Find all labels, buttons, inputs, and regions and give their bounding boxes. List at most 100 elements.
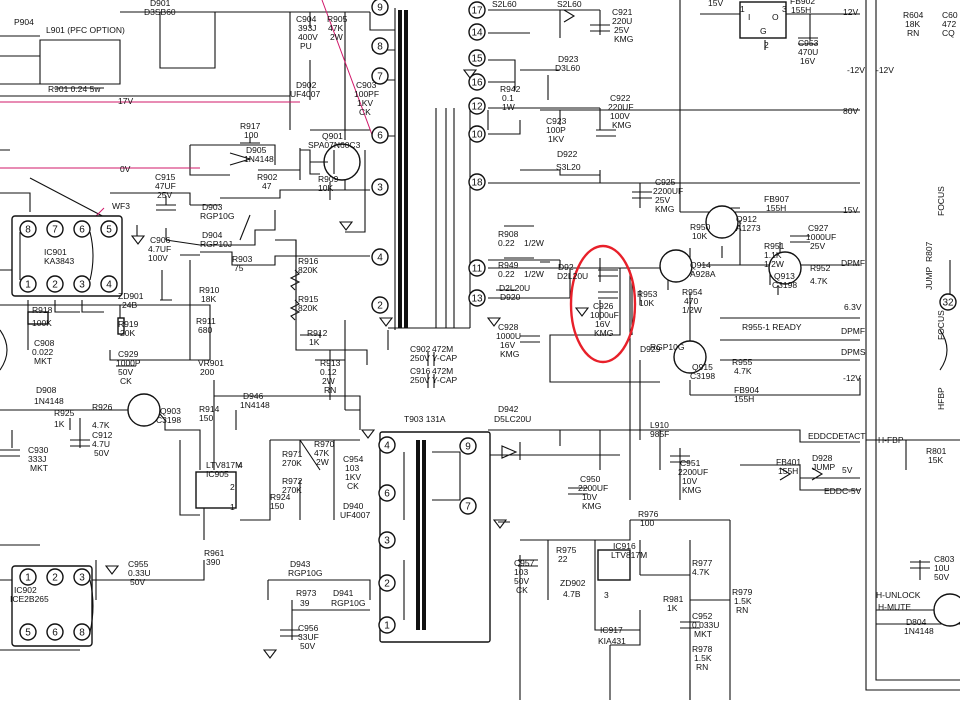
label-d908v: 1N4148: [34, 396, 64, 406]
label-c929c: CK: [120, 376, 132, 386]
pin-circle-t17: [468, 1, 486, 19]
label-c930: C930: [28, 445, 49, 455]
label-r914v: 150: [199, 413, 213, 423]
label-c929b: 50V: [118, 367, 133, 377]
label-hunlock: H-UNLOCK: [876, 590, 921, 600]
c926-highlight-ellipse: [569, 244, 637, 364]
label-r954a: 470: [684, 296, 698, 306]
label-c956: C956: [298, 623, 319, 633]
label-c928c: KMG: [500, 349, 519, 359]
label-eddc5: EDDC-5V: [824, 486, 862, 496]
label-r910v: 18K: [201, 294, 216, 304]
label-r954b: 1/2W: [682, 305, 702, 315]
label-r913: R913: [320, 358, 341, 368]
pin-b4: 4: [378, 436, 396, 454]
label-dpms: DPMS: [841, 347, 866, 357]
label-c803b: 50V: [934, 572, 949, 582]
reg-pin1: 1: [740, 4, 745, 14]
pin-number-c8: 8: [25, 225, 31, 236]
label-c952b: MKT: [694, 629, 712, 639]
label-s2l60a: S2L60: [492, 0, 517, 9]
label-d920v: D2L20U: [499, 283, 530, 293]
pin-circle-t8: [371, 37, 389, 55]
label-r970: R970: [314, 439, 335, 449]
pin-circle-b6: [378, 484, 396, 502]
label-fb902: FB902: [790, 0, 815, 6]
label-r972v: 270K: [282, 485, 302, 495]
pin-number-b3: 3: [384, 536, 390, 547]
label-r908: R908: [498, 229, 519, 239]
pin-number-t3: 3: [377, 183, 383, 194]
label-r975: R975: [556, 545, 577, 555]
transistors: [127, 143, 960, 627]
label-d92xv: D2L20U: [557, 271, 588, 281]
pin-number-t17: 17: [471, 6, 483, 17]
label-r979b: RN: [736, 605, 748, 615]
label-ic917v: KIA431: [598, 636, 626, 646]
label-dpmf2: DPMF: [841, 326, 865, 336]
label-r905: R905: [327, 14, 348, 24]
label-l910: L910: [650, 420, 669, 430]
label-q913: Q913: [774, 271, 795, 281]
pin-number-e3: 3: [79, 573, 85, 584]
label-c923: C923: [546, 116, 567, 126]
label-c926a: 1000uF: [590, 310, 619, 320]
pin-circle-t15: [468, 49, 486, 67]
label-d923: D923: [558, 54, 579, 64]
pin-number-b2: 2: [384, 579, 390, 590]
label-c951: C951: [680, 458, 701, 468]
reg-pin2: 2: [764, 40, 769, 50]
label-r909: R909: [318, 174, 339, 184]
label-r905a: 47K: [328, 23, 343, 33]
label-d929v: RGP10G: [650, 342, 685, 352]
reg-in-label: I: [748, 12, 750, 22]
label-r953v: 10K: [639, 298, 654, 308]
label-c929: C929: [118, 349, 139, 359]
label-r981: R981: [663, 594, 684, 604]
label-c952a: 0.033U: [692, 620, 719, 630]
label-r973v: 39: [300, 598, 310, 608]
label-c928a: 1000U: [496, 331, 521, 341]
pin-circle-c5: [100, 220, 118, 238]
label-c60x: C60: [942, 10, 958, 20]
label-c902b: 472M: [432, 344, 453, 354]
label-c954b: 1KV: [345, 472, 361, 482]
label-r978b: RN: [696, 662, 708, 672]
label-r910: R910: [199, 285, 220, 295]
label-r976: R976: [638, 509, 659, 519]
label-d905v: 1N4148: [244, 154, 274, 164]
label-d901v: D3SB60: [144, 7, 176, 17]
label-r970b: 2W: [316, 457, 329, 467]
label-r951: R951: [764, 241, 785, 251]
pin-circle-e5: [19, 623, 37, 641]
pin-circle-b9: [459, 437, 477, 455]
label-r911: R911: [196, 316, 216, 326]
pin-t10: 10: [468, 125, 486, 143]
pin-e6: 6: [46, 623, 64, 641]
label-r972: R972: [282, 476, 303, 486]
label-q915v: C3198: [690, 371, 715, 381]
wires: [0, 0, 960, 700]
label-ic917: IC917: [600, 625, 623, 635]
pin-number-t18: 18: [471, 178, 483, 189]
pin-b6: 6: [378, 484, 396, 502]
label-c925c: KMG: [655, 204, 674, 214]
opto905-pin2: 2: [230, 482, 235, 492]
label-c921c: KMG: [614, 34, 633, 44]
pin-number-c2: 2: [52, 280, 58, 291]
label-r925: R925: [54, 408, 75, 418]
pin-number-c5: 5: [106, 225, 112, 236]
pin-t18: 18: [468, 173, 486, 191]
label-d908: D908: [36, 385, 57, 395]
label-r977v: 4.7K: [692, 567, 710, 577]
label-c916c: Y-CAP: [432, 375, 458, 385]
label-c921b: 25V: [614, 25, 629, 35]
pin-t16: 16: [468, 73, 486, 91]
label-d946: D946: [243, 391, 264, 401]
pin-circle-t2: [371, 296, 389, 314]
label-d920: D920: [500, 292, 521, 302]
label-c923b: 1KV: [548, 134, 564, 144]
pin-number-c3: 3: [79, 280, 85, 291]
label-c908b: MKT: [34, 356, 52, 366]
reg-pin3: 3: [782, 4, 787, 14]
